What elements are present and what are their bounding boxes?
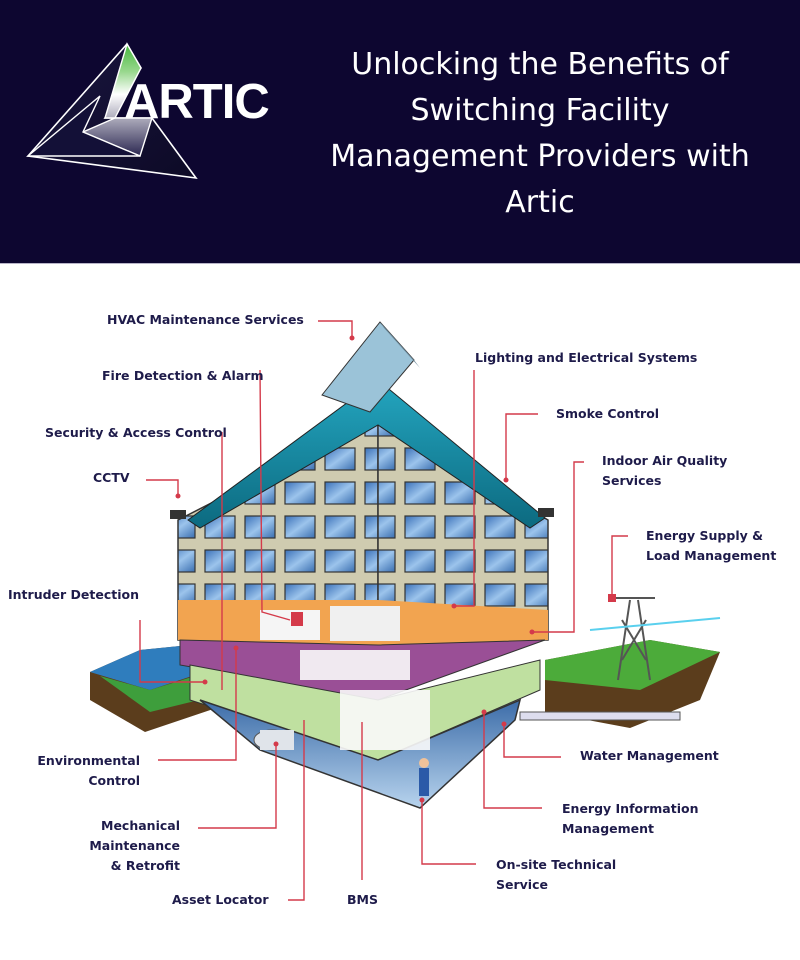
label-lighting-electrical: Lighting and Electrical Systems bbox=[475, 350, 698, 365]
label-hvac-maintenance: HVAC Maintenance Services bbox=[107, 312, 304, 327]
logo-text: ARTIC bbox=[124, 75, 270, 129]
title-line: Artic bbox=[505, 185, 575, 220]
artic-logo-icon bbox=[26, 42, 198, 180]
title-line: Unlocking the Benefits of bbox=[351, 47, 729, 82]
label-line: Energy Information bbox=[562, 801, 699, 816]
label-line: Services bbox=[602, 473, 662, 488]
label-line: & Retrofit bbox=[110, 858, 180, 873]
label-bms: BMS bbox=[347, 892, 378, 907]
label-energy-information: Energy Information Management bbox=[562, 799, 698, 839]
label-onsite-technical: On-site Technical Service bbox=[496, 855, 616, 895]
building-cutaway-illustration bbox=[90, 320, 721, 901]
label-line: Environmental bbox=[37, 753, 140, 768]
label-line: Control bbox=[88, 773, 140, 788]
label-line: Maintenance bbox=[89, 838, 180, 853]
label-asset-locator: Asset Locator bbox=[172, 892, 269, 907]
header-banner: ARTIC Unlocking the Benefits of Switchin… bbox=[0, 0, 800, 263]
label-line: Load Management bbox=[646, 548, 777, 563]
label-line: On-site Technical bbox=[496, 857, 617, 872]
label-cctv: CCTV bbox=[93, 470, 130, 485]
title-line: Switching Facility bbox=[410, 93, 670, 128]
label-indoor-air-quality: Indoor Air Quality Services bbox=[602, 451, 727, 491]
page-title: Unlocking the Benefits of Switching Faci… bbox=[305, 42, 775, 226]
label-security-access: Security & Access Control bbox=[45, 425, 227, 440]
label-line: Mechanical bbox=[101, 818, 180, 833]
label-smoke-control: Smoke Control bbox=[556, 406, 660, 421]
label-mechanical-maintenance: Mechanical Maintenance & Retrofit bbox=[60, 816, 180, 876]
label-energy-supply: Energy Supply & Load Management bbox=[646, 526, 776, 566]
label-environmental-control: Environmental Control bbox=[20, 751, 140, 791]
label-line: Energy Supply & bbox=[646, 528, 764, 543]
label-water-management: Water Management bbox=[580, 748, 719, 763]
label-line: Management bbox=[562, 821, 655, 836]
label-line: Service bbox=[496, 877, 548, 892]
label-intruder-detection: Intruder Detection bbox=[8, 587, 139, 602]
label-fire-detection: Fire Detection & Alarm bbox=[102, 368, 264, 383]
label-line: Indoor Air Quality bbox=[602, 453, 728, 468]
title-line: Management Providers with bbox=[330, 139, 750, 174]
divider bbox=[0, 263, 800, 264]
